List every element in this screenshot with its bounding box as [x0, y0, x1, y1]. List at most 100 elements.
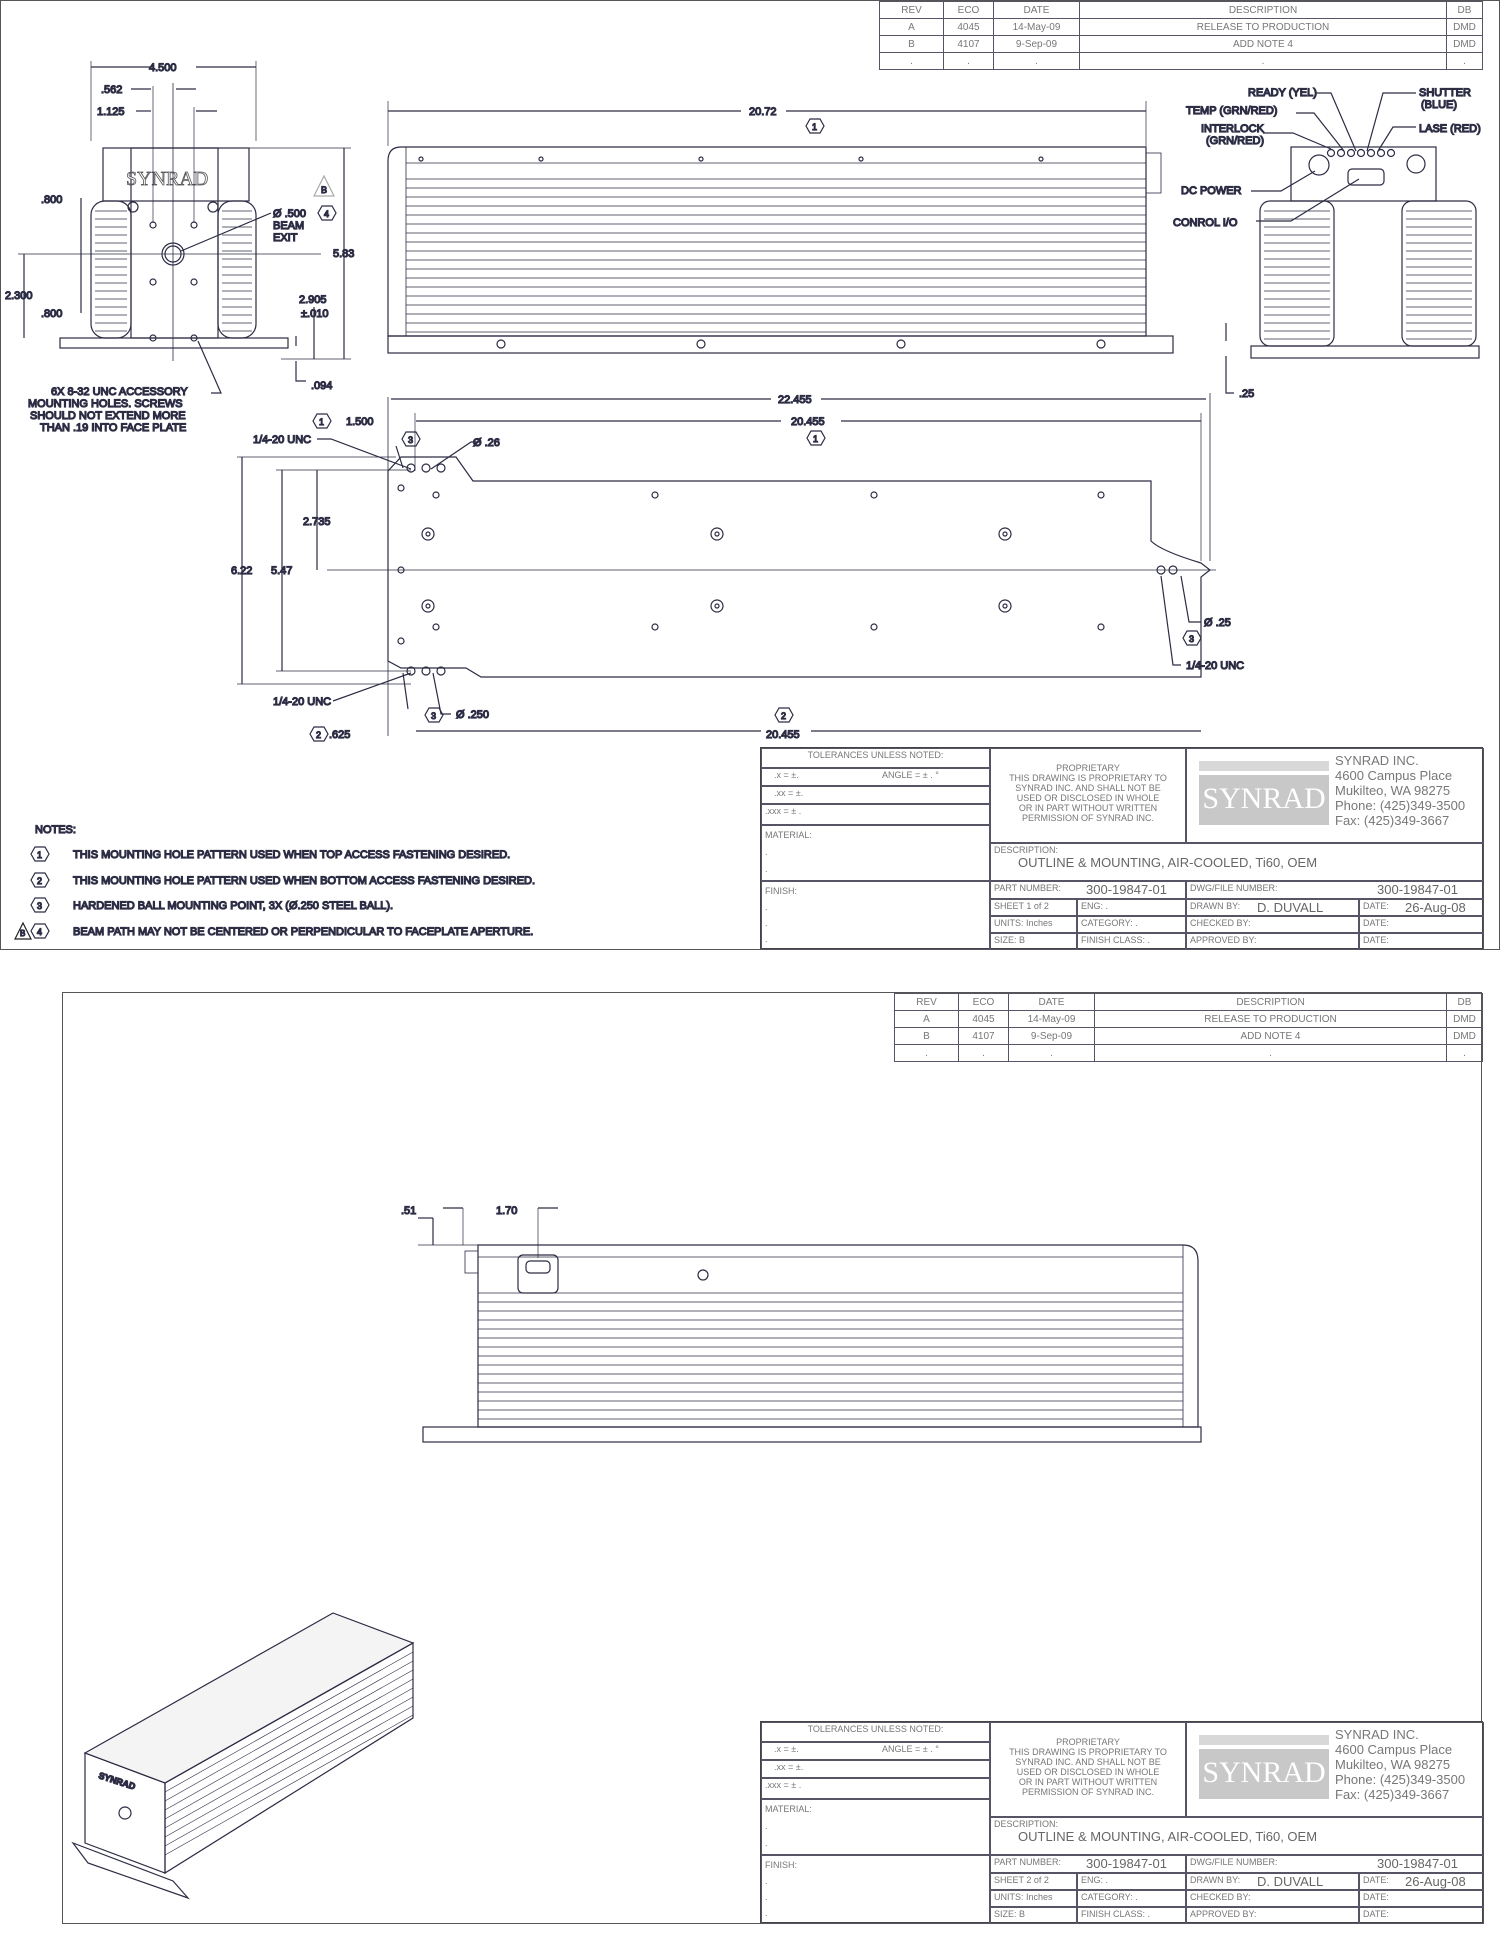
thread-label-right: 1/4-20 UNC [1186, 660, 1244, 672]
ball-mount [710, 599, 724, 613]
dwg-number-cell: DWG/FILE NUMBER:300-19847-01 [1186, 1855, 1484, 1873]
dim-170: 1.70 [496, 1205, 517, 1217]
hole-diameter-top: Ø .26 [473, 437, 500, 449]
fin-line [164, 1678, 414, 1820]
synrad-logo: SYNRAD [1199, 775, 1329, 825]
base-screw [896, 339, 906, 349]
finish-class-cell: FINISH CLASS: . [1077, 933, 1186, 950]
ball-mount [998, 527, 1012, 541]
cell: . [1008, 1044, 1095, 1062]
category-cell: CATEGORY: . [1077, 916, 1186, 933]
drawn-by-label: DRAWN BY: [1190, 1875, 1241, 1885]
checked-date-cell: DATE: [1359, 916, 1484, 933]
drawn-date: 26-Aug-08 [1405, 900, 1466, 915]
proprietary-notice: PROPRIETARY THIS DRAWING IS PROPRIETARY … [990, 748, 1186, 843]
screw [418, 156, 424, 162]
fin-lines [1264, 210, 1472, 340]
mounting-holes [397, 463, 1178, 676]
fin-line [164, 1696, 414, 1838]
screw [397, 637, 405, 645]
material-cell: MATERIAL:.. [761, 825, 990, 881]
tolerance-xxx: .xxx = ± . [761, 804, 990, 825]
note-number: 3 [37, 901, 42, 911]
category-cell: CATEGORY: . [1077, 1890, 1186, 1907]
part-number: 300-19847-01 [1086, 882, 1167, 897]
dim-beam-height: 2.905 [299, 294, 327, 306]
end-cap [1145, 152, 1162, 194]
note-text: THIS MOUNTING HOLE PATTERN USED WHEN BOT… [73, 875, 535, 887]
checked-by-cell: CHECKED BY: [1186, 916, 1359, 933]
material-cell: MATERIAL:.. [761, 1799, 990, 1855]
screw [858, 156, 864, 162]
logo-stripe [1199, 761, 1329, 771]
finish-value-3: . [765, 934, 768, 944]
note-ref-hex: 2 [309, 726, 329, 742]
status-led [1366, 148, 1376, 158]
leader [295, 336, 306, 382]
finish-cell: FINISH:... [761, 1855, 990, 1924]
base-plate [59, 337, 289, 349]
led-label-ready: READY (YEL) [1248, 87, 1317, 99]
status-led [1376, 148, 1386, 158]
description-label: DESCRIPTION: [994, 845, 1059, 855]
screw [397, 484, 405, 492]
ball-mount [421, 599, 435, 613]
proprietary-line: PERMISSION OF SYNRAD INC. [1021, 1787, 1155, 1797]
tolerances-header: TOLERANCES UNLESS NOTED: [761, 748, 990, 768]
ball-mount [710, 527, 724, 541]
screw [127, 201, 139, 213]
front-view: SYNRAD 4.500 .562 1.125 .800 .800 2.300 … [4, 61, 355, 435]
mounting-hole [421, 463, 431, 473]
iso-logo: SYNRAD [97, 1770, 137, 1791]
bottom-view: 22.455 20.455 1.500 1/4-20 UNC Ø .26 6.2… [230, 393, 1245, 742]
part-number-label: PART NUMBER: [994, 883, 1062, 893]
sheet-2-drawing: .51 1.70 SYNRAD [71, 1204, 1202, 1900]
screw [538, 156, 544, 162]
material-label: MATERIAL: [765, 1804, 812, 1814]
side-bracket [464, 1250, 479, 1274]
accessory-note: THAN .19 INTO FACE PLATE [40, 422, 186, 434]
control-io-connector [1347, 168, 1385, 186]
dim-094: .094 [311, 380, 332, 392]
left-fins [1259, 200, 1335, 347]
material-value: . [765, 1821, 768, 1831]
finish-class-cell: FINISH CLASS: . [1077, 1907, 1186, 1924]
control-io-label: CONROL I/O [1173, 217, 1238, 229]
address-line: Phone: (425)349-3500 [1335, 798, 1466, 813]
led-label-lase: LASE (RED) [1419, 123, 1481, 135]
note-text: THIS MOUNTING HOLE PATTERN USED WHEN TOP… [73, 849, 510, 861]
sheet-1-drawing: SYNRAD 4.500 .562 1.125 .800 .800 2.300 … [4, 61, 1481, 940]
note-ref: 2 [781, 711, 786, 721]
fin-lines [406, 178, 1146, 333]
screw [697, 1269, 709, 1281]
rear-base-plate [1250, 345, 1480, 359]
screw [1097, 623, 1105, 631]
proprietary-line: SYNRAD INC. AND SHALL NOT BE [1015, 783, 1161, 793]
mounting-hole [421, 666, 431, 676]
led-label-interlock: INTERLOCK [1201, 123, 1265, 135]
company-address: SYNRAD INC. 4600 Campus Place Mukilteo, … [1335, 753, 1465, 828]
address-line: Fax: (425)349-3667 [1335, 813, 1450, 828]
material-value: . [765, 847, 768, 857]
drawing-description: OUTLINE & MOUNTING, AIR-COOLED, Ti60, OE… [1018, 855, 1318, 870]
led-label-interlock: (GRN/RED) [1206, 135, 1264, 147]
tolerance-xx: .xx = ±. [761, 786, 990, 804]
cell: . [1446, 52, 1483, 70]
fin-lines [478, 1292, 1183, 1420]
note-ref-hex: 3 [424, 707, 444, 723]
drawn-date: 26-Aug-08 [1405, 1874, 1466, 1889]
fin-line [164, 1714, 414, 1856]
note-text: BEAM PATH MAY NOT BE CENTERED OR PERPEND… [73, 926, 533, 938]
accessory-note: 6X 8-32 UNC ACCESSORY [51, 386, 188, 398]
led-label-temp: TEMP (GRN/RED) [1186, 105, 1277, 117]
beam-exit-label: BEAM [273, 220, 304, 232]
notes-title: NOTES: [35, 824, 76, 836]
thread-label-bottom: 1/4-20 UNC [273, 696, 331, 708]
approved-date-cell: DATE: [1359, 1907, 1484, 1924]
revision-flag-icon [313, 174, 335, 197]
base-screw [496, 339, 506, 349]
approved-by-cell: APPROVED BY: [1186, 933, 1359, 950]
title-block: TOLERANCES UNLESS NOTED: .x = ±.ANGLE = … [760, 747, 1484, 950]
